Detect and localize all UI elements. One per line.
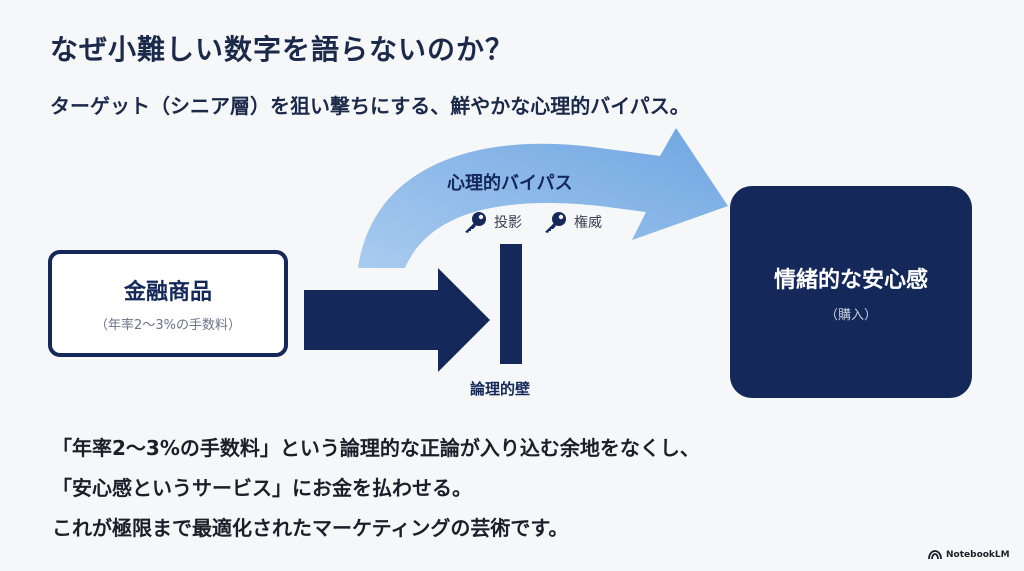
financial-product-box: 金融商品 （年率2〜3%の手数料） xyxy=(48,250,288,357)
bypass-arrow xyxy=(358,128,728,268)
key-icon xyxy=(465,212,486,233)
financial-product-label: 金融商品 xyxy=(123,280,212,305)
page-title: なぜ小難しい数字を語らないのか？ xyxy=(50,33,515,66)
key-authority: 権威 xyxy=(542,210,602,234)
bypass-label: 心理的バイパス xyxy=(447,173,573,194)
brand-name: NotebookLM xyxy=(946,550,1010,560)
page-subtitle: ターゲット（シニア層）を狙い撃ちにする、鮮やかな心理的バイパス。 xyxy=(50,94,690,118)
key-icon xyxy=(545,212,566,233)
emotional-security-box: 情緒的な安心感 （購入） xyxy=(730,186,972,398)
body-line: 「年率2〜3%の手数料」という論理的な正論が入り込む余地をなくし、 xyxy=(52,436,700,460)
key-label-authority: 権威 xyxy=(574,215,602,231)
direct-arrow xyxy=(304,268,490,372)
logic-wall xyxy=(500,244,522,364)
body-line: これが極限まで最適化されたマーケティングの芸術です。 xyxy=(52,516,569,540)
body-line: 「安心感というサービス」にお金を払わせる。 xyxy=(52,476,472,500)
emotional-security-note: （購入） xyxy=(824,307,877,323)
brand-mark: NotebookLM xyxy=(928,550,1010,560)
key-projection: 投影 xyxy=(462,210,522,234)
financial-product-note: （年率2〜3%の手数料） xyxy=(95,318,241,333)
key-label-projection: 投影 xyxy=(494,215,522,231)
notebooklm-logo-icon xyxy=(928,550,942,560)
body-text: 「年率2〜3%の手数料」という論理的な正論が入り込む余地をなくし、 「安心感とい… xyxy=(52,428,700,548)
wall-label: 論理的壁 xyxy=(470,380,531,398)
emotional-security-label: 情緒的な安心感 xyxy=(773,267,928,293)
